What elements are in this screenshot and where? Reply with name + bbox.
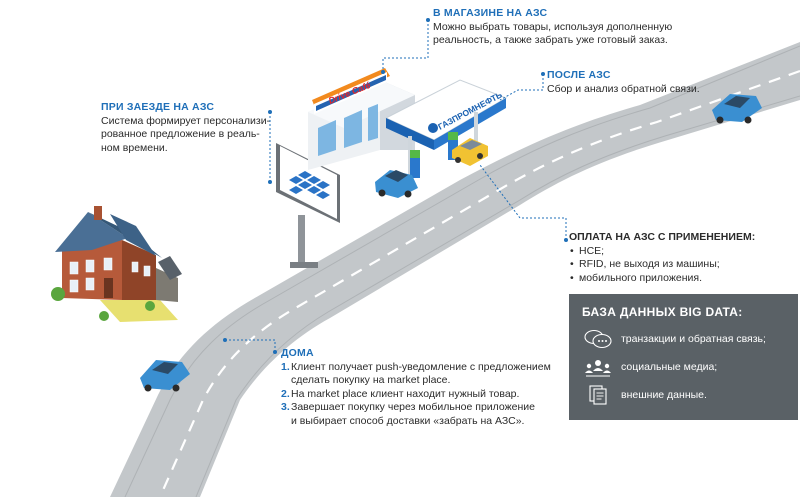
bigdata-title: БАЗА ДАННЫХ BIG DATA: bbox=[582, 305, 743, 319]
callout-home-title: ДОМА bbox=[281, 347, 314, 359]
callout-payment: ОПЛАТА НА АЗС С ПРИМЕНЕНИЕМ: HCE; RFID, … bbox=[569, 231, 784, 285]
home-step-number: 3. bbox=[281, 401, 290, 413]
payment-item: RFID, не выходя из машины; bbox=[569, 258, 784, 272]
callout-shop-text: Можно выбрать товары, используя дополнен… bbox=[433, 20, 673, 47]
payment-item: HCE; bbox=[569, 245, 784, 259]
bigdata-row: социальные медиа; bbox=[583, 356, 717, 378]
house bbox=[51, 206, 182, 322]
billboard bbox=[276, 143, 340, 268]
bigdata-row: внешние данные. bbox=[583, 384, 707, 406]
home-step-text: На market place клиент находит нужный то… bbox=[291, 387, 520, 400]
chat-bubbles-icon bbox=[584, 329, 612, 349]
callout-home: ДОМА 1.Клиент получает push-уведомление … bbox=[281, 347, 561, 428]
home-step-text: Клиент получает push-уведомление с предл… bbox=[291, 360, 551, 387]
callout-shop-title: В МАГАЗИНЕ НА АЗС bbox=[433, 7, 548, 19]
bigdata-row-text: социальные медиа; bbox=[621, 361, 718, 373]
bigdata-row-text: внешние данные. bbox=[621, 389, 707, 401]
home-step: 3.Завершает покупку через мобильное прил… bbox=[281, 401, 561, 428]
home-step-number: 1. bbox=[281, 360, 290, 373]
callout-arrival-title: ПРИ ЗАЕЗДЕ НА АЗС bbox=[101, 101, 215, 113]
documents-icon bbox=[589, 385, 607, 405]
leader-lines bbox=[225, 20, 567, 352]
car-on-road-top bbox=[712, 94, 762, 124]
car-on-road-bottom bbox=[140, 360, 190, 392]
callout-after-title: ПОСЛЕ АЗС bbox=[547, 69, 611, 81]
home-step: 1.Клиент получает push-уведомление с пре… bbox=[281, 361, 561, 388]
bigdata-panel: БАЗА ДАННЫХ BIG DATA: транзакции и обрат… bbox=[569, 294, 798, 420]
callout-after-text: Сбор и анализ обратной связи. bbox=[547, 82, 700, 95]
home-step-text: Завершает покупку через мобильное прилож… bbox=[291, 401, 535, 427]
car-yellow bbox=[452, 138, 488, 166]
callout-arrival-text: Система формирует персонализи- рованное … bbox=[101, 114, 271, 154]
home-step: 2.На market place клиент находит нужный … bbox=[281, 388, 561, 402]
home-step-number: 2. bbox=[281, 387, 290, 400]
callout-after: ПОСЛЕ АЗС Сбор и анализ обратной связи. bbox=[547, 69, 727, 96]
payment-item: мобильного приложения. bbox=[569, 272, 784, 286]
people-network-icon bbox=[585, 360, 611, 377]
car-at-station bbox=[375, 170, 418, 198]
bigdata-row: транзакции и обратная связь; bbox=[583, 328, 766, 350]
road bbox=[110, 42, 800, 497]
leader-dots bbox=[223, 18, 568, 354]
callout-shop: В МАГАЗИНЕ НА АЗС Можно выбрать товары, … bbox=[433, 7, 693, 48]
callout-payment-title: ОПЛАТА НА АЗС С ПРИМЕНЕНИЕМ: bbox=[569, 231, 756, 243]
bigdata-row-text: транзакции и обратная связь; bbox=[621, 333, 766, 345]
callout-arrival: ПРИ ЗАЕЗДЕ НА АЗС Система формирует перс… bbox=[101, 101, 271, 155]
